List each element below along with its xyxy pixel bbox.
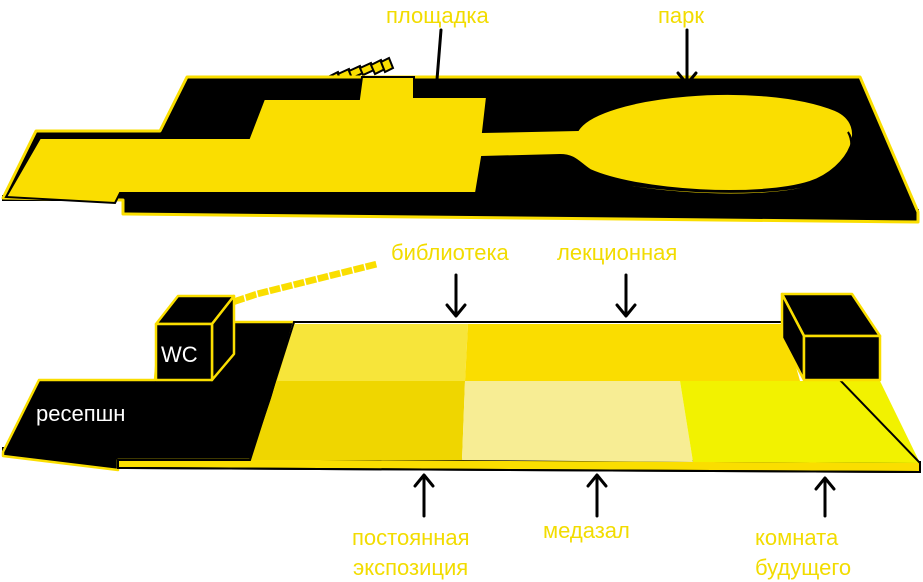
label-reception: ресепшн [36,401,125,426]
top-stairs [326,56,395,85]
label-lecture: лекционная [557,240,677,265]
park-rim [574,131,854,196]
bottom-floor-plan: WC ресепшн библиотека лекционная постоян… [1,240,921,580]
zone-media [462,381,693,462]
label-future-line1: комната [755,525,839,550]
top-building-footprint [4,76,854,205]
bottom-down-arrows [445,273,637,318]
label-library: библиотека [391,240,510,265]
label-park: парк [658,3,704,28]
top-arrows [426,28,698,95]
right-box [780,292,882,382]
label-media: медазал [543,518,630,543]
bottom-stairs [231,259,379,307]
top-floor-plan: площадка парк [1,3,920,224]
bottom-black-base [1,320,296,472]
zone-lecture [465,324,800,381]
label-permanent-line1: постоянная [352,525,470,550]
zone-library [277,324,468,381]
wc-box [154,294,236,382]
zone-future [680,381,920,463]
label-permanent-line2: экспозиция [353,555,468,580]
label-future-line2: будущего [755,555,851,580]
bottom-up-arrows [413,473,836,518]
zone-permanent [250,381,465,460]
label-wc: WC [161,342,198,367]
label-playground: площадка [386,3,490,28]
